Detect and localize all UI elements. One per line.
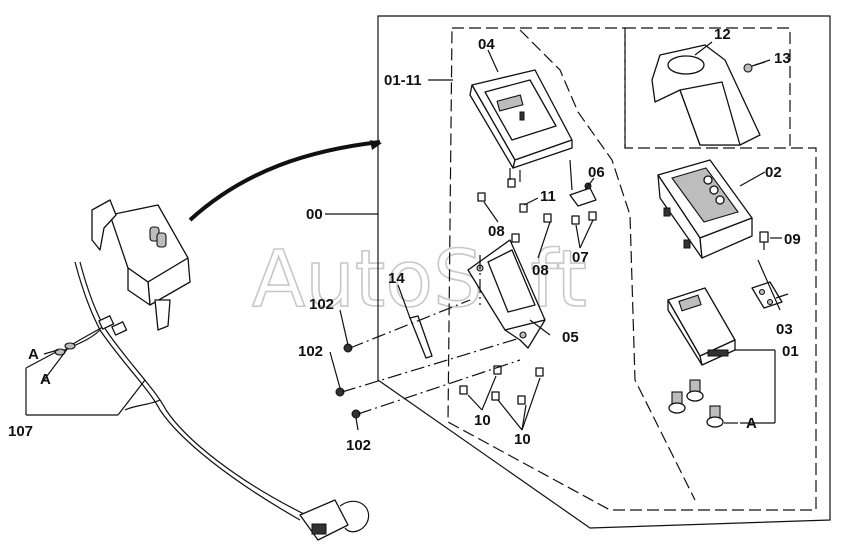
part-02-panel-cover xyxy=(657,159,753,259)
label-102-bottom: 102 xyxy=(346,437,371,454)
part-06-clip xyxy=(569,182,597,207)
label-11: 11 xyxy=(540,188,556,205)
label-02: 02 xyxy=(765,164,782,181)
part-05-bracket xyxy=(467,239,546,349)
subassembly-frame-01-11 xyxy=(447,27,817,511)
leader-lines xyxy=(25,41,782,431)
subassembly-divider xyxy=(519,29,696,501)
part-03-bracket xyxy=(751,281,789,309)
controller-box-00 xyxy=(91,199,191,331)
subassembly-frame-12 xyxy=(624,27,791,148)
label-05: 05 xyxy=(562,329,579,346)
label-01: 01 xyxy=(782,343,799,360)
screw-13 xyxy=(743,61,766,73)
label-14: 14 xyxy=(388,270,405,287)
label-00: 00 xyxy=(306,206,323,223)
label-A-bottom: A xyxy=(40,371,51,388)
label-A-right: A xyxy=(746,415,757,432)
label-01-11: 01-11 xyxy=(384,72,422,89)
label-13: 13 xyxy=(774,50,791,67)
wire-harness-107 xyxy=(54,261,370,541)
label-04: 04 xyxy=(478,36,495,53)
knobs xyxy=(668,379,724,428)
connector-tip xyxy=(370,140,382,150)
label-08-left: 08 xyxy=(488,223,505,240)
part-14-stay xyxy=(409,315,433,359)
label-03: 03 xyxy=(776,321,793,338)
label-A-top: A xyxy=(28,346,39,363)
label-12: 12 xyxy=(714,26,731,43)
label-09: 09 xyxy=(784,231,801,248)
screws xyxy=(335,178,597,419)
label-08-right: 08 xyxy=(532,262,549,279)
label-10-right: 10 xyxy=(514,431,531,448)
label-06: 06 xyxy=(588,164,605,181)
install-lines xyxy=(341,168,521,415)
label-10-left: 10 xyxy=(474,412,491,429)
label-102-middle: 102 xyxy=(298,343,323,360)
label-102-top: 102 xyxy=(309,296,334,313)
main-assembly-frame xyxy=(377,15,831,529)
label-107: 107 xyxy=(8,423,33,440)
part-04-cover xyxy=(469,69,573,169)
assembly-connector xyxy=(188,140,381,222)
part-labels: 00 01-11 01 02 03 04 05 06 07 08 08 09 1… xyxy=(8,26,801,454)
part-12-hood xyxy=(651,44,761,146)
part-01-switch-block xyxy=(667,287,736,366)
screw-09 xyxy=(759,231,769,250)
label-07: 07 xyxy=(572,249,589,266)
